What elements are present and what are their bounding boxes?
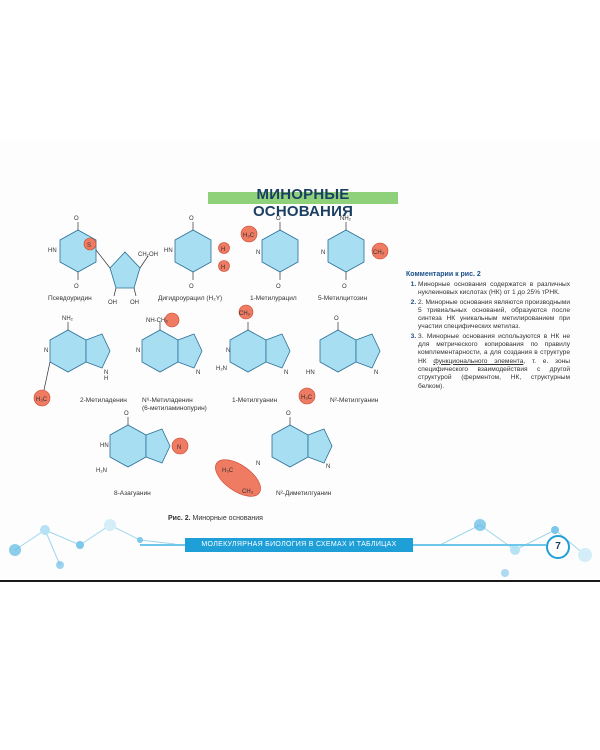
molecule-pseudouridine: O O HN S Псевдоуридин bbox=[48, 216, 97, 302]
svg-text:CH₃: CH₃ bbox=[242, 489, 254, 495]
svg-text:H: H bbox=[221, 265, 225, 271]
network-decoration-left bbox=[9, 519, 176, 569]
svg-text:H: H bbox=[104, 376, 108, 382]
svg-text:N: N bbox=[256, 250, 260, 256]
comment-item-3-text: 3. Минорные основания используются в НК … bbox=[418, 332, 570, 365]
comments-heading: Комментарии к рис. 2 bbox=[406, 271, 481, 278]
label-methyluracil: 1-Метилурацил bbox=[250, 295, 297, 302]
ribose-ring: CH₂OH OH OH bbox=[95, 249, 158, 306]
footer-banner: МОЛЕКУЛЯРНАЯ БИОЛОГИЯ В СХЕМАХ И ТАБЛИЦА… bbox=[185, 538, 413, 552]
label-n6-methyladenine-alt: (6-метиламинопурин) bbox=[142, 405, 207, 412]
label-pseudouridine: Псевдоуридин bbox=[48, 295, 92, 302]
svg-text:NH-CH₃: NH-CH₃ bbox=[146, 318, 168, 324]
comments-block: Комментарии к рис. 2 Минорные основания … bbox=[406, 271, 570, 392]
molecule-methyladenine: NH₂ H₃C N N H 2-Метиладенин bbox=[33, 316, 127, 407]
label-n6-methyladenine: N⁶-Метиладенин bbox=[142, 397, 193, 404]
comment-item-3-link: функционального элемента bbox=[433, 357, 524, 365]
svg-text:H₃C: H₃C bbox=[243, 233, 255, 239]
svg-text:OH: OH bbox=[108, 300, 117, 306]
svg-text:O: O bbox=[74, 216, 79, 222]
label-dihydrouracil: Дигидроурацил (H₂Y) bbox=[158, 295, 222, 302]
comment-item-3: 3. Минорные основания используются в НК … bbox=[418, 333, 570, 391]
molecule-n2-methylguanine: O H₃C HN N N²-Метилгуанин bbox=[298, 316, 381, 405]
label-methyladenine: 2-Метиладенин bbox=[80, 397, 127, 404]
svg-text:N: N bbox=[374, 370, 378, 376]
svg-text:O: O bbox=[124, 411, 129, 417]
svg-text:H₃C: H₃C bbox=[301, 395, 313, 401]
svg-text:O: O bbox=[342, 284, 347, 290]
svg-text:HN: HN bbox=[164, 248, 173, 254]
svg-text:O: O bbox=[189, 284, 194, 290]
svg-text:N: N bbox=[136, 348, 140, 354]
svg-text:CH₃: CH₃ bbox=[373, 250, 385, 256]
svg-text:HN: HN bbox=[306, 370, 315, 376]
svg-text:N: N bbox=[226, 348, 230, 354]
label-n2-dimethylguanine: N²-Диметилгуанин bbox=[276, 490, 332, 497]
svg-text:S: S bbox=[87, 243, 91, 249]
network-decoration-right bbox=[439, 519, 592, 577]
svg-text:H₃C: H₃C bbox=[36, 397, 48, 403]
svg-text:N: N bbox=[104, 370, 108, 376]
svg-text:O: O bbox=[334, 316, 339, 322]
svg-text:O: O bbox=[276, 284, 281, 290]
label-methylguanine: 1-Метилгуанин bbox=[232, 397, 277, 404]
page-bottom-rule bbox=[0, 580, 600, 582]
molecule-dihydrouracil: O O HN H H Дигидроурацил (H₂Y) bbox=[158, 216, 230, 302]
svg-text:O: O bbox=[276, 216, 281, 222]
molecule-n2-dimethylguanine: O H₃C CH₃ N N N²-Диметилгуанин bbox=[215, 411, 333, 497]
svg-text:CH₂OH: CH₂OH bbox=[138, 252, 158, 258]
svg-text:N: N bbox=[326, 464, 330, 470]
svg-text:O: O bbox=[189, 216, 194, 222]
figure-caption-label: Рис. 2. bbox=[168, 515, 191, 522]
svg-text:HN: HN bbox=[48, 248, 57, 254]
page-title-block: МИНОРНЫЕ ОСНОВАНИЯ bbox=[208, 186, 398, 220]
svg-text:HN: HN bbox=[100, 443, 109, 449]
figure-caption-text: Минорные основания bbox=[192, 515, 263, 522]
minor-bases-figure: .ring { fill:#a8def2; stroke:#2a6f97; st… bbox=[33, 216, 389, 497]
page-title: МИНОРНЫЕ ОСНОВАНИЯ bbox=[252, 186, 354, 220]
svg-text:O: O bbox=[74, 284, 79, 290]
svg-text:NH₂: NH₂ bbox=[62, 316, 74, 322]
label-azaguanine: 8-Азагуанин bbox=[114, 490, 151, 497]
svg-text:H₂N: H₂N bbox=[216, 366, 227, 372]
footer-line-left bbox=[140, 544, 185, 546]
svg-text:N: N bbox=[196, 370, 200, 376]
svg-text:H₃C: H₃C bbox=[222, 468, 234, 474]
title-highlight-bar bbox=[208, 192, 398, 204]
molecule-azaguanine: O N HN H₂N 8-Азагуанин bbox=[96, 411, 189, 497]
molecule-methylguanine: CH₃ N H₂N N 1-Метилгуанин bbox=[216, 304, 291, 404]
comments-list: Минорные основания содержатся в различны… bbox=[406, 281, 570, 391]
svg-text:H₂N: H₂N bbox=[96, 468, 107, 474]
svg-text:NH₂: NH₂ bbox=[340, 216, 352, 222]
svg-text:H: H bbox=[221, 247, 225, 253]
molecule-n6-methyladenine: NH-CH₃ N N N⁶-Метиладенин (6-метиламиноп… bbox=[136, 312, 207, 412]
comment-item-2: 2. Минорные основания являются производн… bbox=[418, 299, 570, 332]
footer-line-right bbox=[413, 544, 546, 546]
svg-text:N: N bbox=[256, 461, 260, 467]
label-n2-methylguanine: N²-Метилгуанин bbox=[330, 397, 379, 404]
svg-text:N: N bbox=[321, 250, 325, 256]
svg-text:N: N bbox=[177, 445, 181, 451]
comment-item-3-tail: , т. е. зоны специфического взаимодейств… bbox=[418, 357, 570, 390]
svg-text:O: O bbox=[286, 411, 291, 417]
svg-text:N: N bbox=[44, 348, 48, 354]
label-methylcytosine: 5-Метилцитозин bbox=[318, 295, 367, 302]
comment-item-1: Минорные основания содержатся в различны… bbox=[418, 281, 570, 298]
molecule-methyluracil: H₃C O O N 1-Метилурацил bbox=[240, 216, 299, 302]
molecule-methylcytosine: CH₃ NH₂ O N 5-Метилцитозин bbox=[318, 216, 389, 302]
page-number: 7 bbox=[546, 535, 570, 559]
figure-caption: Рис. 2. Минорные основания bbox=[168, 515, 263, 522]
svg-text:CH₃: CH₃ bbox=[239, 311, 251, 317]
svg-text:N: N bbox=[284, 370, 288, 376]
svg-text:OH: OH bbox=[130, 300, 139, 306]
